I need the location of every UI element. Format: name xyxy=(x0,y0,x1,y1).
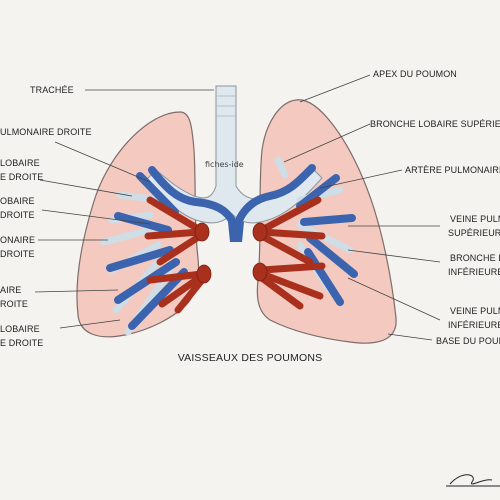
label-lobaire-3: LOBAIRE xyxy=(0,324,40,334)
pulmonary-trunk xyxy=(228,222,244,242)
leader-lines xyxy=(34,74,441,341)
label-trachee: TRACHÉE xyxy=(30,85,74,95)
label-droite-2: DROITE xyxy=(0,210,35,220)
signature xyxy=(446,474,500,487)
watermark-label: fiches-ide xyxy=(205,160,244,169)
label-droite-3: DROITE xyxy=(0,249,35,259)
label-droite-1: E DROITE xyxy=(0,172,44,182)
label-aire: AIRE xyxy=(0,285,22,295)
label-onaire: ONAIRE xyxy=(0,235,36,245)
label-roite: ROITE xyxy=(0,299,29,309)
pulmonary-veins xyxy=(144,196,326,314)
label-veine-pulmonaire-sup-2: SUPÉRIEURE xyxy=(448,228,500,238)
label-veine-pulmonaire-inf-2: INFÉRIEURE xyxy=(448,320,500,330)
label-lobaire-2: OBAIRE xyxy=(0,196,35,206)
label-artere-pulmonaire: ARTÈRE PULMONAIRE xyxy=(405,165,500,175)
label-apex-du-poumon: APEX DU POUMON xyxy=(373,69,457,79)
label-bronche-lobaire-superieure: BRONCHE LOBAIRE SUPÉRIEURE xyxy=(370,119,500,129)
label-veine-pulmonaire-sup-1: VEINE PULM xyxy=(450,214,500,224)
label-droite-4: E DROITE xyxy=(0,338,44,348)
trachea-rings xyxy=(216,95,236,117)
vein-stumps xyxy=(194,222,268,284)
label-veine-pulmonaire-inf-1: VEINE PULM xyxy=(450,306,500,316)
label-bronche-lobaire-inf-1: BRONCHE L xyxy=(450,253,500,263)
label-bronche-lobaire-inf-2: INFÉRIEURE xyxy=(448,267,500,277)
label-lobaire-1: LOBAIRE xyxy=(0,158,40,168)
label-artere-pulmonaire-droite: ULMONAIRE DROITE xyxy=(0,127,92,137)
diagram-title: VAISSEAUX DES POUMONS xyxy=(177,352,323,364)
label-base-du-poumon: BASE DU POUM xyxy=(436,336,500,346)
